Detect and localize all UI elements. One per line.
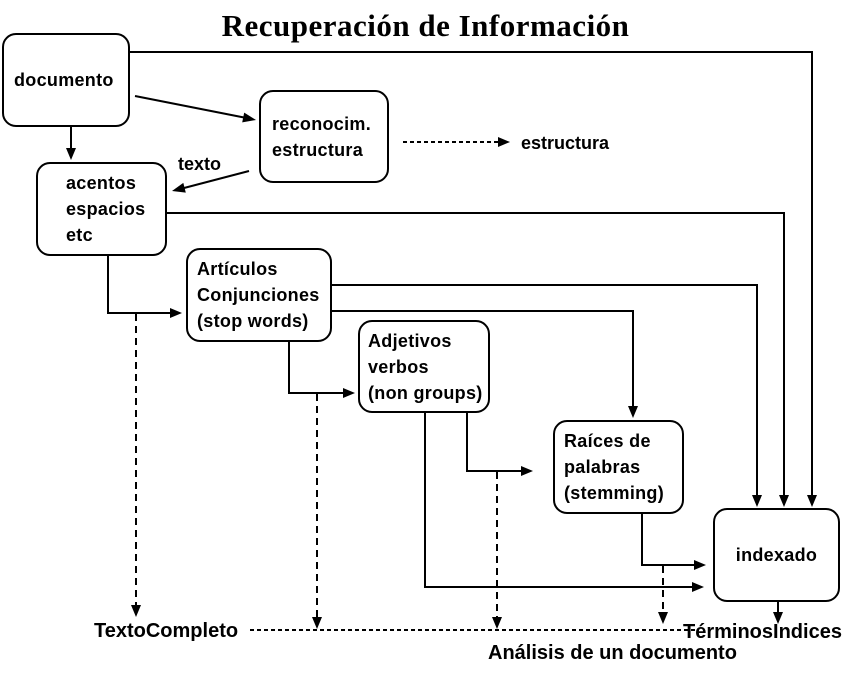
- arrowhead-documento-indexado: [807, 495, 817, 507]
- edge-stopwords-stemming-v: [632, 310, 634, 407]
- edge-documento-acentos-v: [70, 127, 72, 150]
- edge-acentos-stopwords-h: [107, 312, 171, 314]
- edge-drop-stemming-dashed: [662, 566, 664, 613]
- node-stemming: Raíces de palabras (stemming): [553, 420, 684, 514]
- edge-documento-indexado-v: [811, 51, 813, 496]
- arrowhead-stopwords-nongroups: [343, 388, 355, 398]
- node-reconocimiento-line1: reconocim.: [272, 113, 372, 134]
- edge-drop-nongroups-dashed: [496, 472, 498, 618]
- label-terminos-indices: TérminosIndices: [683, 621, 842, 644]
- label-terminos: Términos: [683, 621, 774, 643]
- edge-acentos-stopwords-v: [107, 256, 109, 314]
- arrowhead-drop-stopwords: [312, 617, 322, 629]
- node-indexado-label: indexado: [735, 545, 818, 565]
- page-title: Recuperación de Información: [221, 8, 630, 43]
- edge-stopwords-indexado-v: [756, 284, 758, 496]
- edge-reconocimiento-acentos-texto: [172, 170, 250, 193]
- arrowhead-drop-stemming: [658, 612, 668, 624]
- edge-stemming-indexado-h: [641, 564, 696, 566]
- arrowhead-stopwords-indexado: [752, 495, 762, 507]
- arrowhead-drop-texto-completo: [131, 605, 141, 617]
- edge-drop-texto-completo-dashed: [135, 314, 137, 606]
- arrowhead-acentos-indexado: [779, 495, 789, 507]
- edge-stemming-indexado-v: [641, 514, 643, 566]
- edge-documento-indexado-h: [130, 51, 813, 53]
- arrowhead-stemming-indexado: [694, 560, 706, 570]
- node-acentos-line1: acentos: [66, 173, 137, 193]
- edge-indexado-terminos-v: [777, 602, 779, 613]
- node-reconocimiento-estructura: reconocim. estructura: [259, 90, 389, 183]
- node-stemming-line1: Raíces de: [564, 431, 651, 451]
- edge-acentos-indexado-h: [166, 212, 785, 214]
- arrowhead-drop-nongroups: [492, 617, 502, 629]
- edge-texto-completo-terminos-dashed: [250, 629, 695, 631]
- label-analisis-documento: Análisis de un documento: [488, 642, 737, 664]
- label-indices: Indices: [773, 621, 842, 643]
- arrowhead-nongroups-indexado: [692, 582, 704, 592]
- arrowhead-indexado-terminos: [773, 612, 783, 624]
- node-reconocimiento-line2: estructura: [272, 139, 364, 160]
- arrowhead-documento-acentos: [66, 148, 76, 160]
- node-stemming-line3: (stemming): [564, 483, 665, 503]
- edge-nongroups-indexado-h: [424, 586, 694, 588]
- edge-label-texto: texto: [178, 154, 222, 174]
- node-stopwords-line3: (stop words): [197, 311, 309, 331]
- node-indexado: indexado: [713, 508, 840, 602]
- edge-nongroups-stemming-h: [466, 470, 522, 472]
- node-non-groups-line1: Adjetivos: [368, 330, 452, 351]
- label-texto-completo: TextoCompleto: [94, 620, 239, 642]
- arrowhead-nongroups-stemming: [521, 466, 533, 476]
- node-acentos-line3: etc: [66, 225, 93, 245]
- node-documento-label: documento: [14, 70, 114, 90]
- arrowhead-stopwords-stemming: [628, 406, 638, 418]
- node-stopwords: Artículos Conjunciones (stop words): [186, 248, 332, 342]
- node-non-groups: Adjetivos verbos (non groups): [358, 320, 490, 413]
- arrowhead-reconocimiento-estructura: [498, 137, 510, 147]
- edge-acentos-indexado-v: [783, 212, 785, 496]
- edge-nongroups-indexado-v: [424, 413, 426, 588]
- node-non-groups-line2: verbos: [368, 356, 429, 377]
- node-stemming-line2: palabras: [564, 457, 641, 477]
- arrowhead-documento-reconocimiento: [242, 112, 256, 123]
- edge-documento-reconocimiento: [134, 95, 256, 123]
- node-acentos-espacios-etc: acentos espacios etc: [36, 162, 167, 256]
- node-stopwords-line2: Conjunciones: [197, 285, 320, 305]
- arrowhead-reconocimiento-acentos: [172, 182, 186, 193]
- node-stopwords-line1: Artículos: [197, 259, 278, 279]
- node-documento: documento: [2, 33, 130, 127]
- edge-reconocimiento-estructura-dashed: [403, 141, 499, 143]
- node-acentos-line2: espacios: [66, 199, 146, 219]
- arrowhead-acentos-stopwords: [170, 308, 182, 318]
- edge-drop-stopwords-dashed: [316, 394, 318, 618]
- node-non-groups-line3: (non groups): [368, 382, 483, 403]
- edge-label-estructura: estructura: [521, 133, 610, 153]
- edge-stopwords-indexado-h: [331, 284, 758, 286]
- edge-stopwords-stemming-h: [331, 310, 634, 312]
- edge-stopwords-nongroups-v: [288, 342, 290, 394]
- edge-nongroups-stemming-v: [466, 413, 468, 472]
- edge-stopwords-nongroups-h: [288, 392, 344, 394]
